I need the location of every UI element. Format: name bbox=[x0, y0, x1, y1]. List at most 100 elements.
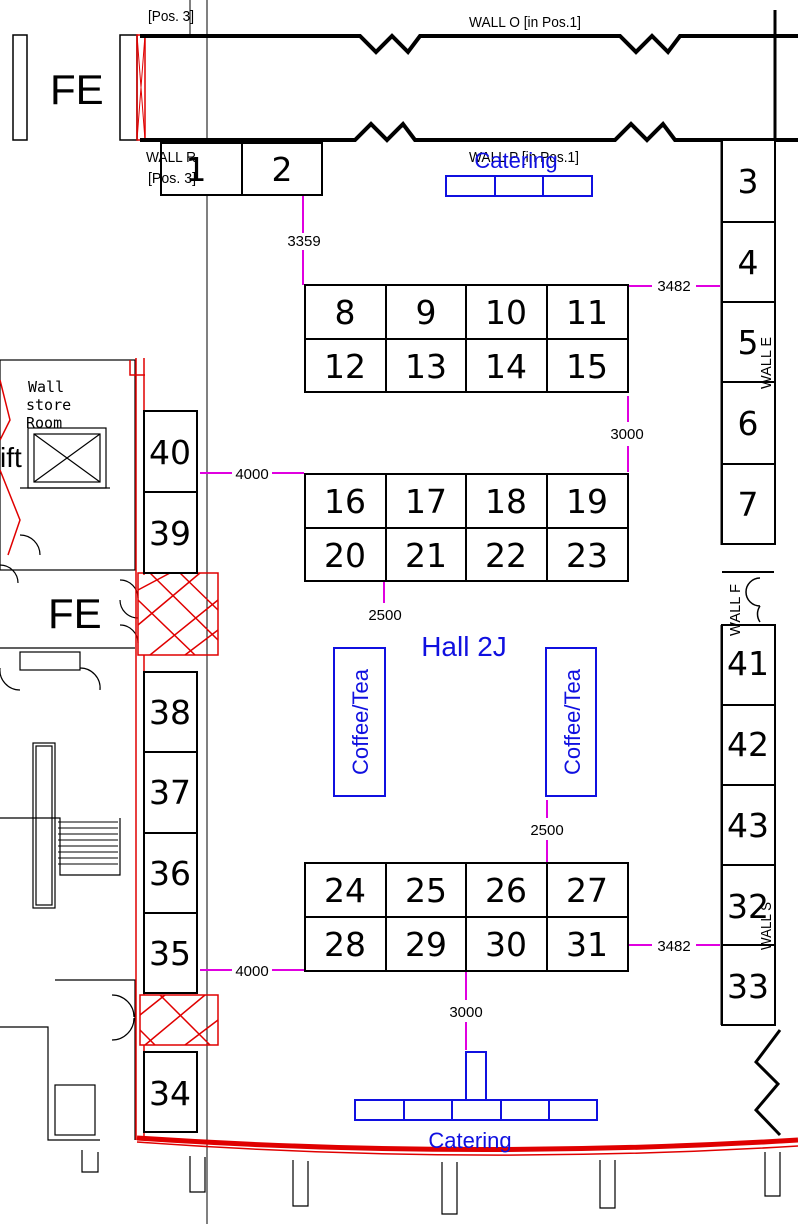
dimension-label: 4000 bbox=[235, 466, 268, 483]
stand-label: 13 bbox=[405, 347, 447, 386]
stand-label: 37 bbox=[149, 773, 191, 812]
stand-20[interactable] bbox=[304, 527, 387, 582]
dimension-label: 3000 bbox=[610, 426, 643, 443]
stand-label: 38 bbox=[149, 693, 191, 732]
stand-label: 41 bbox=[727, 644, 769, 683]
stand-label: 42 bbox=[727, 725, 769, 764]
stands bbox=[143, 139, 776, 1133]
coffee-tea-left bbox=[333, 647, 386, 797]
stand-label: 23 bbox=[566, 536, 608, 575]
stand-12[interactable] bbox=[304, 338, 387, 393]
stand-label: 31 bbox=[566, 925, 608, 964]
stand-26[interactable] bbox=[465, 862, 548, 918]
stand-22[interactable] bbox=[465, 527, 548, 582]
stand-11[interactable] bbox=[546, 284, 629, 340]
stand-14[interactable] bbox=[465, 338, 548, 393]
stand-39[interactable] bbox=[143, 491, 198, 574]
stand-29[interactable] bbox=[385, 916, 467, 972]
stand-label: 2 bbox=[272, 150, 293, 189]
stand-36[interactable] bbox=[143, 832, 198, 914]
dimension-label: 2500 bbox=[530, 822, 563, 839]
stand-label: 9 bbox=[416, 293, 437, 332]
area-labels: Catering Catering Hall 2J Coffee/Tea Cof… bbox=[348, 148, 585, 1153]
stand-43[interactable] bbox=[721, 784, 776, 866]
stand-21[interactable] bbox=[385, 527, 467, 582]
dimension-label: 3482 bbox=[657, 938, 690, 955]
wall-labels: WALL O [in Pos.1] WALL P [in Pos.1] WALL… bbox=[146, 8, 775, 950]
stand-label: 21 bbox=[405, 536, 447, 575]
catering-label-top: Catering bbox=[474, 148, 557, 173]
stand-9[interactable] bbox=[385, 284, 467, 340]
lift-label: ift bbox=[0, 442, 22, 473]
wall-r-label: WALL R bbox=[146, 149, 196, 166]
dimension-label: 4000 bbox=[235, 963, 268, 980]
stand-15[interactable] bbox=[546, 338, 629, 393]
stand-label: 30 bbox=[485, 925, 527, 964]
stand-label: 39 bbox=[149, 514, 191, 553]
stand-label: 3 bbox=[738, 162, 759, 201]
stand-7[interactable] bbox=[721, 463, 776, 545]
dimension-label: 3359 bbox=[287, 233, 320, 250]
stand-label: 8 bbox=[335, 293, 356, 332]
stand-19[interactable] bbox=[546, 473, 629, 529]
stand-34[interactable] bbox=[143, 1051, 198, 1133]
store-room-label: Wall bbox=[28, 378, 64, 396]
dimension-label: 3482 bbox=[657, 278, 690, 295]
stand-31[interactable] bbox=[546, 916, 629, 972]
stand-label: 20 bbox=[324, 536, 366, 575]
stand-27[interactable] bbox=[546, 862, 629, 918]
stand-18[interactable] bbox=[465, 473, 548, 529]
stand-32[interactable] bbox=[721, 864, 776, 946]
building-labels: FE FE Wall store Room ift bbox=[0, 66, 104, 637]
stand-5[interactable] bbox=[721, 301, 776, 383]
wall-e-label: WALL E bbox=[758, 337, 775, 389]
top-corridor bbox=[12, 0, 798, 1224]
stand-label: 15 bbox=[566, 347, 608, 386]
fe-label-top: FE bbox=[50, 66, 104, 113]
hall-name: Hall 2J bbox=[421, 631, 507, 662]
stand-label: 29 bbox=[405, 925, 447, 964]
stand-label: 27 bbox=[566, 871, 608, 910]
store-room-label: Room bbox=[26, 414, 62, 432]
catering-label-bottom: Catering bbox=[428, 1128, 511, 1153]
stand-label: 35 bbox=[149, 934, 191, 973]
stand-23[interactable] bbox=[546, 527, 629, 582]
stand-17[interactable] bbox=[385, 473, 467, 529]
stand-35[interactable] bbox=[143, 912, 198, 994]
catering-furniture bbox=[333, 175, 598, 1121]
stand-label: 34 bbox=[149, 1074, 191, 1113]
stand-label: 18 bbox=[485, 482, 527, 521]
stand-label: 33 bbox=[727, 967, 769, 1006]
wall-o-label: WALL O [in Pos.1] bbox=[469, 14, 581, 31]
coffee-tea-label-right: Coffee/Tea bbox=[560, 668, 585, 775]
stand-42[interactable] bbox=[721, 704, 776, 786]
dimension-label: 3000 bbox=[449, 1004, 482, 1021]
stand-38[interactable] bbox=[143, 671, 198, 753]
stand-labels: 1 2 3 4 5 6 7 8 9 10 11 12 13 14 15 16 1… bbox=[149, 150, 769, 1113]
stand-1[interactable] bbox=[160, 142, 243, 196]
stand-2[interactable] bbox=[241, 142, 323, 196]
stand-4[interactable] bbox=[721, 221, 776, 303]
stand-label: 36 bbox=[149, 854, 191, 893]
stand-label: 7 bbox=[738, 485, 759, 524]
wall-p-label: WALL P [in Pos.1] bbox=[469, 149, 579, 166]
bottom-wall bbox=[81, 1029, 798, 1215]
stand-label: 14 bbox=[485, 347, 527, 386]
stand-label: 10 bbox=[485, 293, 527, 332]
pos3-label: [Pos. 3] bbox=[148, 8, 194, 25]
store-room-label: store bbox=[26, 396, 71, 414]
stand-label: 12 bbox=[324, 347, 366, 386]
fe-label-middle: FE bbox=[48, 590, 102, 637]
coffee-tea-label-left: Coffee/Tea bbox=[348, 668, 373, 775]
stand-label: 43 bbox=[727, 806, 769, 845]
stand-label: 6 bbox=[738, 404, 759, 443]
wall-f-label: WALL F bbox=[727, 584, 744, 636]
stand-label: 16 bbox=[324, 482, 366, 521]
stand-label: 26 bbox=[485, 871, 527, 910]
left-building bbox=[0, 359, 139, 1141]
stand-33[interactable] bbox=[721, 944, 776, 1026]
stand-label: 4 bbox=[738, 243, 759, 282]
stand-label: 17 bbox=[405, 482, 447, 521]
stand-label: 24 bbox=[324, 871, 366, 910]
